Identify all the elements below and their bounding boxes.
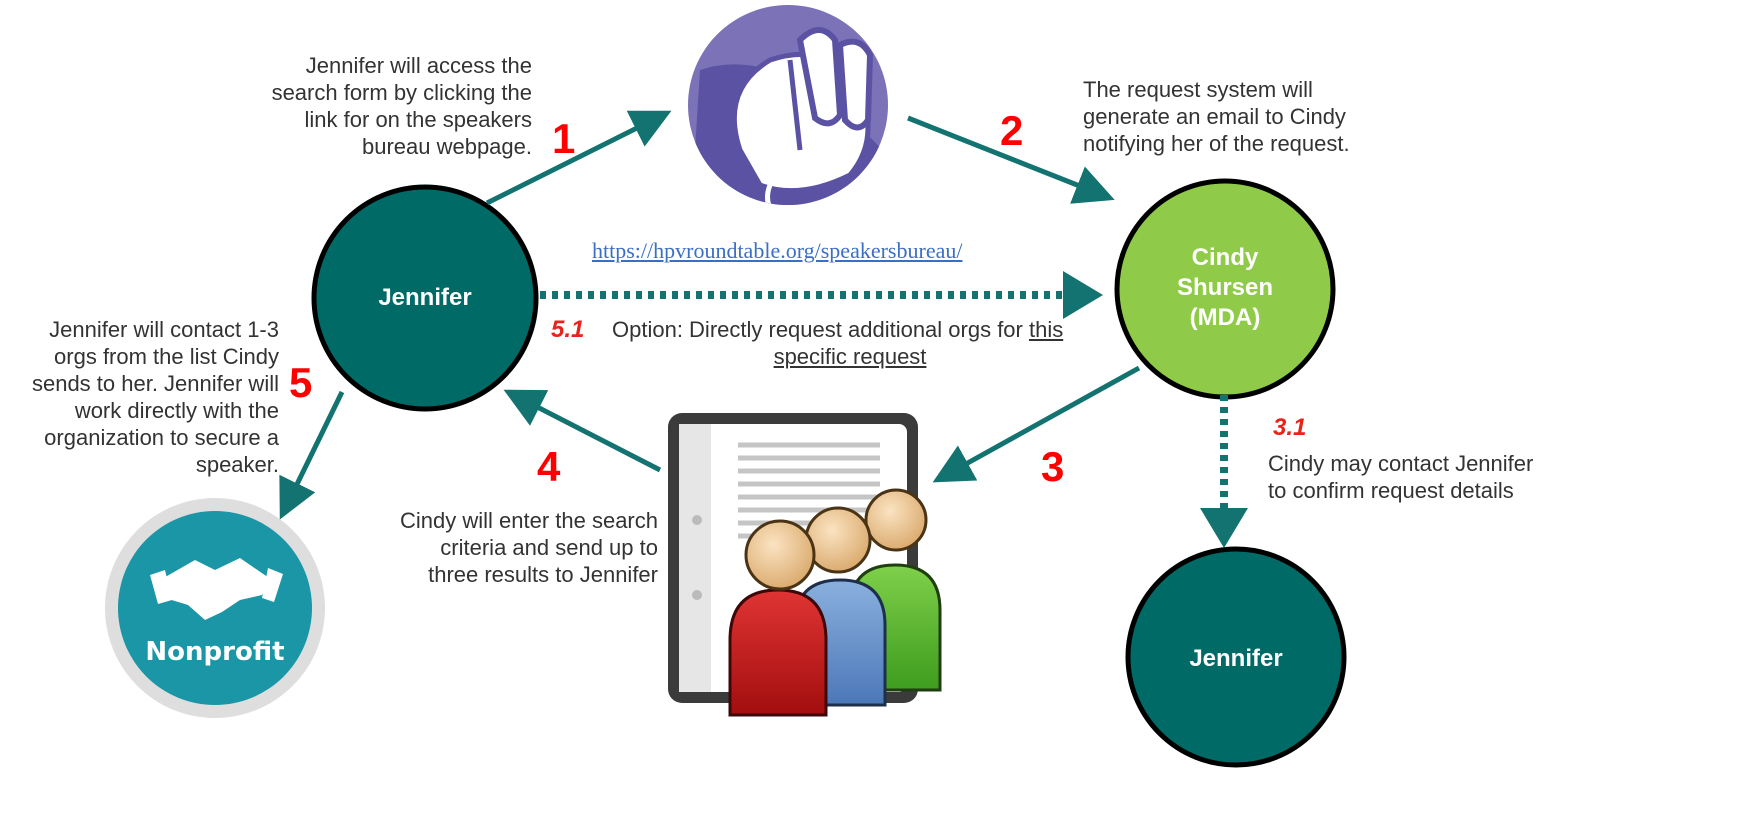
cindy-label: Cindy Shursen (MDA) xyxy=(1135,243,1315,333)
step-5-1-text: Option: Directly request additional orgs… xyxy=(612,316,1102,343)
step-2-text: The request system will generate an emai… xyxy=(1083,76,1383,157)
step-3-number: 3 xyxy=(1041,443,1065,490)
step-4-text: Cindy will enter the search criteria and… xyxy=(340,507,658,588)
cindy-label-line-1: Cindy xyxy=(1191,244,1259,271)
step-1-number: 1 xyxy=(552,115,576,162)
step-5-line-5: organization to secure a xyxy=(44,425,279,450)
step-4-line-1: Cindy will enter the search xyxy=(399,508,658,533)
arrow-1 xyxy=(485,110,672,206)
step-2-line-3: notifying her of the request. xyxy=(1083,131,1350,156)
arrow-5 xyxy=(279,390,345,520)
step-2-line-1: The request system will xyxy=(1083,77,1313,102)
arrow-2 xyxy=(907,115,1115,204)
speakers-bureau-link[interactable]: https://hpvroundtable.org/speakersbureau… xyxy=(592,238,963,263)
handshake-icon xyxy=(105,498,325,718)
step-3-1-line-1: Cindy may contact Jennifer xyxy=(1268,451,1534,476)
nonprofit-logo-text: Nonprofit xyxy=(145,637,285,667)
arrow-4 xyxy=(503,389,662,473)
arrow-3 xyxy=(932,365,1141,483)
step-5-1-text-underline-1: this xyxy=(1028,317,1064,342)
jennifer-top-node xyxy=(311,184,539,412)
document-people-icon xyxy=(668,413,942,717)
mouse-click-icon xyxy=(688,5,888,205)
step-5-1-text-line-2: specific request xyxy=(773,344,927,369)
cindy-label-line-2: Shursen xyxy=(1176,274,1274,301)
step-5-1-text-plain: Option: Directly request additional orgs… xyxy=(612,317,1029,342)
step-3-1-number: 3.1 xyxy=(1273,414,1307,441)
step-5-line-6: speaker. xyxy=(195,452,279,477)
step-2-line-2: generate an email to Cindy xyxy=(1083,104,1346,129)
step-2-number: 2 xyxy=(1000,107,1024,154)
step-3-1-text: Cindy may contact Jennifer to confirm re… xyxy=(1268,450,1568,504)
step-5-text: Jennifer will contact 1-3 orgs from the … xyxy=(0,316,279,478)
step-5-line-3: sends to her. Jennifer will xyxy=(31,371,279,396)
jennifer-bottom-label: Jennifer xyxy=(1189,645,1283,672)
step-1-line-1: Jennifer will access the xyxy=(305,53,532,78)
step-1-text: Jennifer will access the search form by … xyxy=(250,52,532,160)
step-4-number: 4 xyxy=(537,443,561,490)
step-1-line-3: link for on the speakers xyxy=(304,107,532,132)
cindy-label-line-3: (MDA) xyxy=(1189,304,1261,331)
jennifer-top-label: Jennifer xyxy=(378,284,472,311)
jennifer-bottom-node xyxy=(1125,546,1347,768)
step-1-line-4: bureau webpage. xyxy=(361,134,532,159)
step-5-1-number: 5.1 xyxy=(551,316,585,343)
step-1-line-2: search form by clicking the xyxy=(271,80,532,105)
step-4-line-2: criteria and send up to xyxy=(440,535,658,560)
step-5-line-1: Jennifer will contact 1-3 xyxy=(49,317,279,342)
step-5-line-4: work directly with the xyxy=(74,398,279,423)
step-4-line-3: three results to Jennifer xyxy=(428,562,658,587)
step-5-number: 5 xyxy=(289,359,313,406)
step-3-1-line-2: to confirm request details xyxy=(1268,478,1514,503)
step-5-line-2: orgs from the list Cindy xyxy=(54,344,279,369)
